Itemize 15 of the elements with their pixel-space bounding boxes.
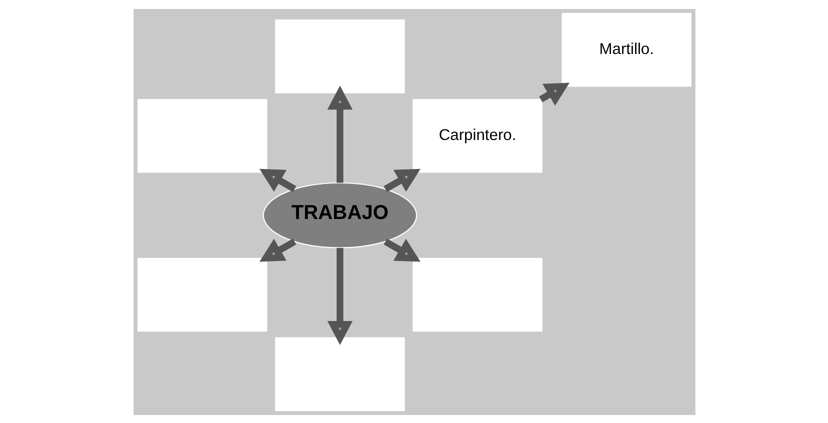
arrow — [326, 85, 352, 182]
node-box: Martillo. — [561, 12, 691, 86]
arrow — [258, 168, 296, 192]
arrow — [383, 168, 420, 192]
node-box — [137, 257, 267, 332]
node-box — [274, 336, 404, 411]
arrow — [326, 247, 352, 345]
arrow — [538, 82, 570, 106]
arrow — [258, 238, 296, 262]
node-ellipse: TRABAJO — [262, 182, 417, 248]
node-box — [274, 19, 404, 93]
node-box — [412, 257, 542, 332]
arrow — [383, 238, 420, 262]
node-box: Carpintero. — [412, 98, 542, 172]
node-box — [137, 98, 267, 172]
